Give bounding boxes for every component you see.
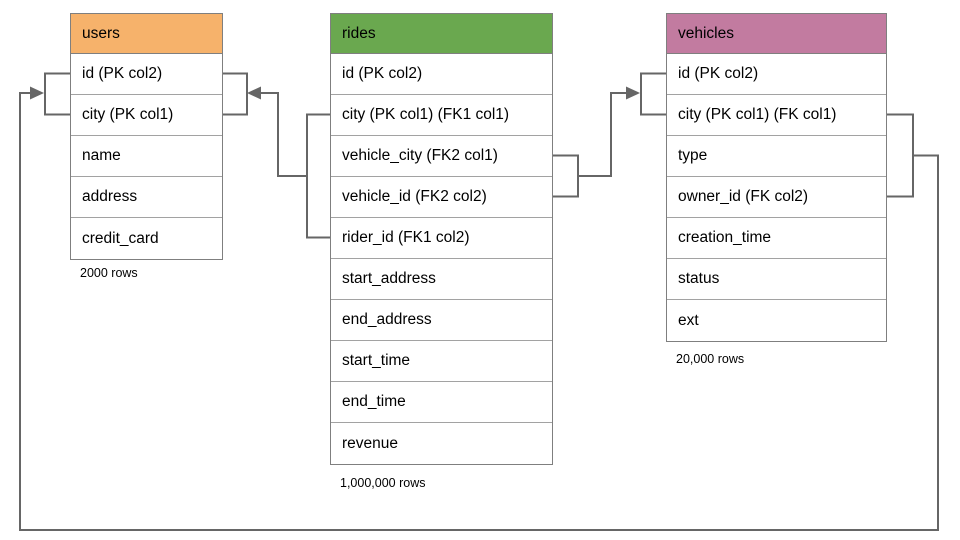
table-rides: rides id (PK col2) city (PK col1) (FK1 c…: [330, 13, 553, 465]
table-rides-column: vehicle_city (FK2 col1): [331, 136, 552, 177]
table-vehicles-rowcount: 20,000 rows: [676, 352, 745, 366]
table-vehicles-column: ext: [667, 300, 886, 341]
table-vehicles: vehicles id (PK col2) city (PK col1) (FK…: [666, 13, 887, 342]
users-left-bracket: [44, 72, 70, 116]
table-rides-column: start_time: [331, 341, 552, 382]
fk-vehicles-to-users-connector: [19, 72, 939, 531]
vehicles-left-bracket: [640, 72, 666, 116]
fk-connector-line: [19, 92, 939, 531]
table-vehicles-column: id (PK col2): [667, 54, 886, 95]
table-users-column: credit_card: [71, 218, 222, 259]
table-vehicles-header: vehicles: [667, 14, 886, 54]
rides-left-bracket: [306, 113, 330, 239]
fk1-connector-line: [259, 92, 307, 177]
table-vehicles-column: owner_id (FK col2): [667, 177, 886, 218]
vehicles-right-bracket: [887, 113, 914, 198]
fk2-rides-to-vehicles-connector: [553, 72, 666, 198]
table-vehicles-column: type: [667, 136, 886, 177]
table-rides-column: end_address: [331, 300, 552, 341]
fk2-connector-line: [578, 92, 627, 177]
users-right-bracket: [223, 72, 248, 116]
table-vehicles-column: creation_time: [667, 218, 886, 259]
table-users-column: id (PK col2): [71, 54, 222, 95]
table-rides-column: revenue: [331, 423, 552, 464]
table-users-column: city (PK col1): [71, 95, 222, 136]
table-users-column: address: [71, 177, 222, 218]
table-users: users id (PK col2) city (PK col1) name a…: [70, 13, 223, 260]
fk1-arrowhead-into-users: [247, 86, 261, 100]
table-rides-column: id (PK col2): [331, 54, 552, 95]
fk-arrowhead-into-users: [30, 86, 44, 100]
table-users-column: name: [71, 136, 222, 177]
table-users-rowcount: 2000 rows: [80, 266, 138, 280]
table-users-header: users: [71, 14, 222, 54]
rides-right-bracket: [553, 154, 579, 198]
table-rides-header: rides: [331, 14, 552, 54]
table-rides-column: end_time: [331, 382, 552, 423]
table-vehicles-column: status: [667, 259, 886, 300]
table-rides-column: rider_id (FK1 col2): [331, 218, 552, 259]
table-rides-rowcount: 1,000,000 rows: [340, 476, 426, 490]
fk1-rides-to-users-connector: [223, 72, 330, 239]
fk2-arrowhead-into-vehicles: [626, 86, 640, 100]
table-rides-column: vehicle_id (FK2 col2): [331, 177, 552, 218]
table-rides-column: start_address: [331, 259, 552, 300]
table-rides-column: city (PK col1) (FK1 col1): [331, 95, 552, 136]
table-vehicles-column: city (PK col1) (FK col1): [667, 95, 886, 136]
